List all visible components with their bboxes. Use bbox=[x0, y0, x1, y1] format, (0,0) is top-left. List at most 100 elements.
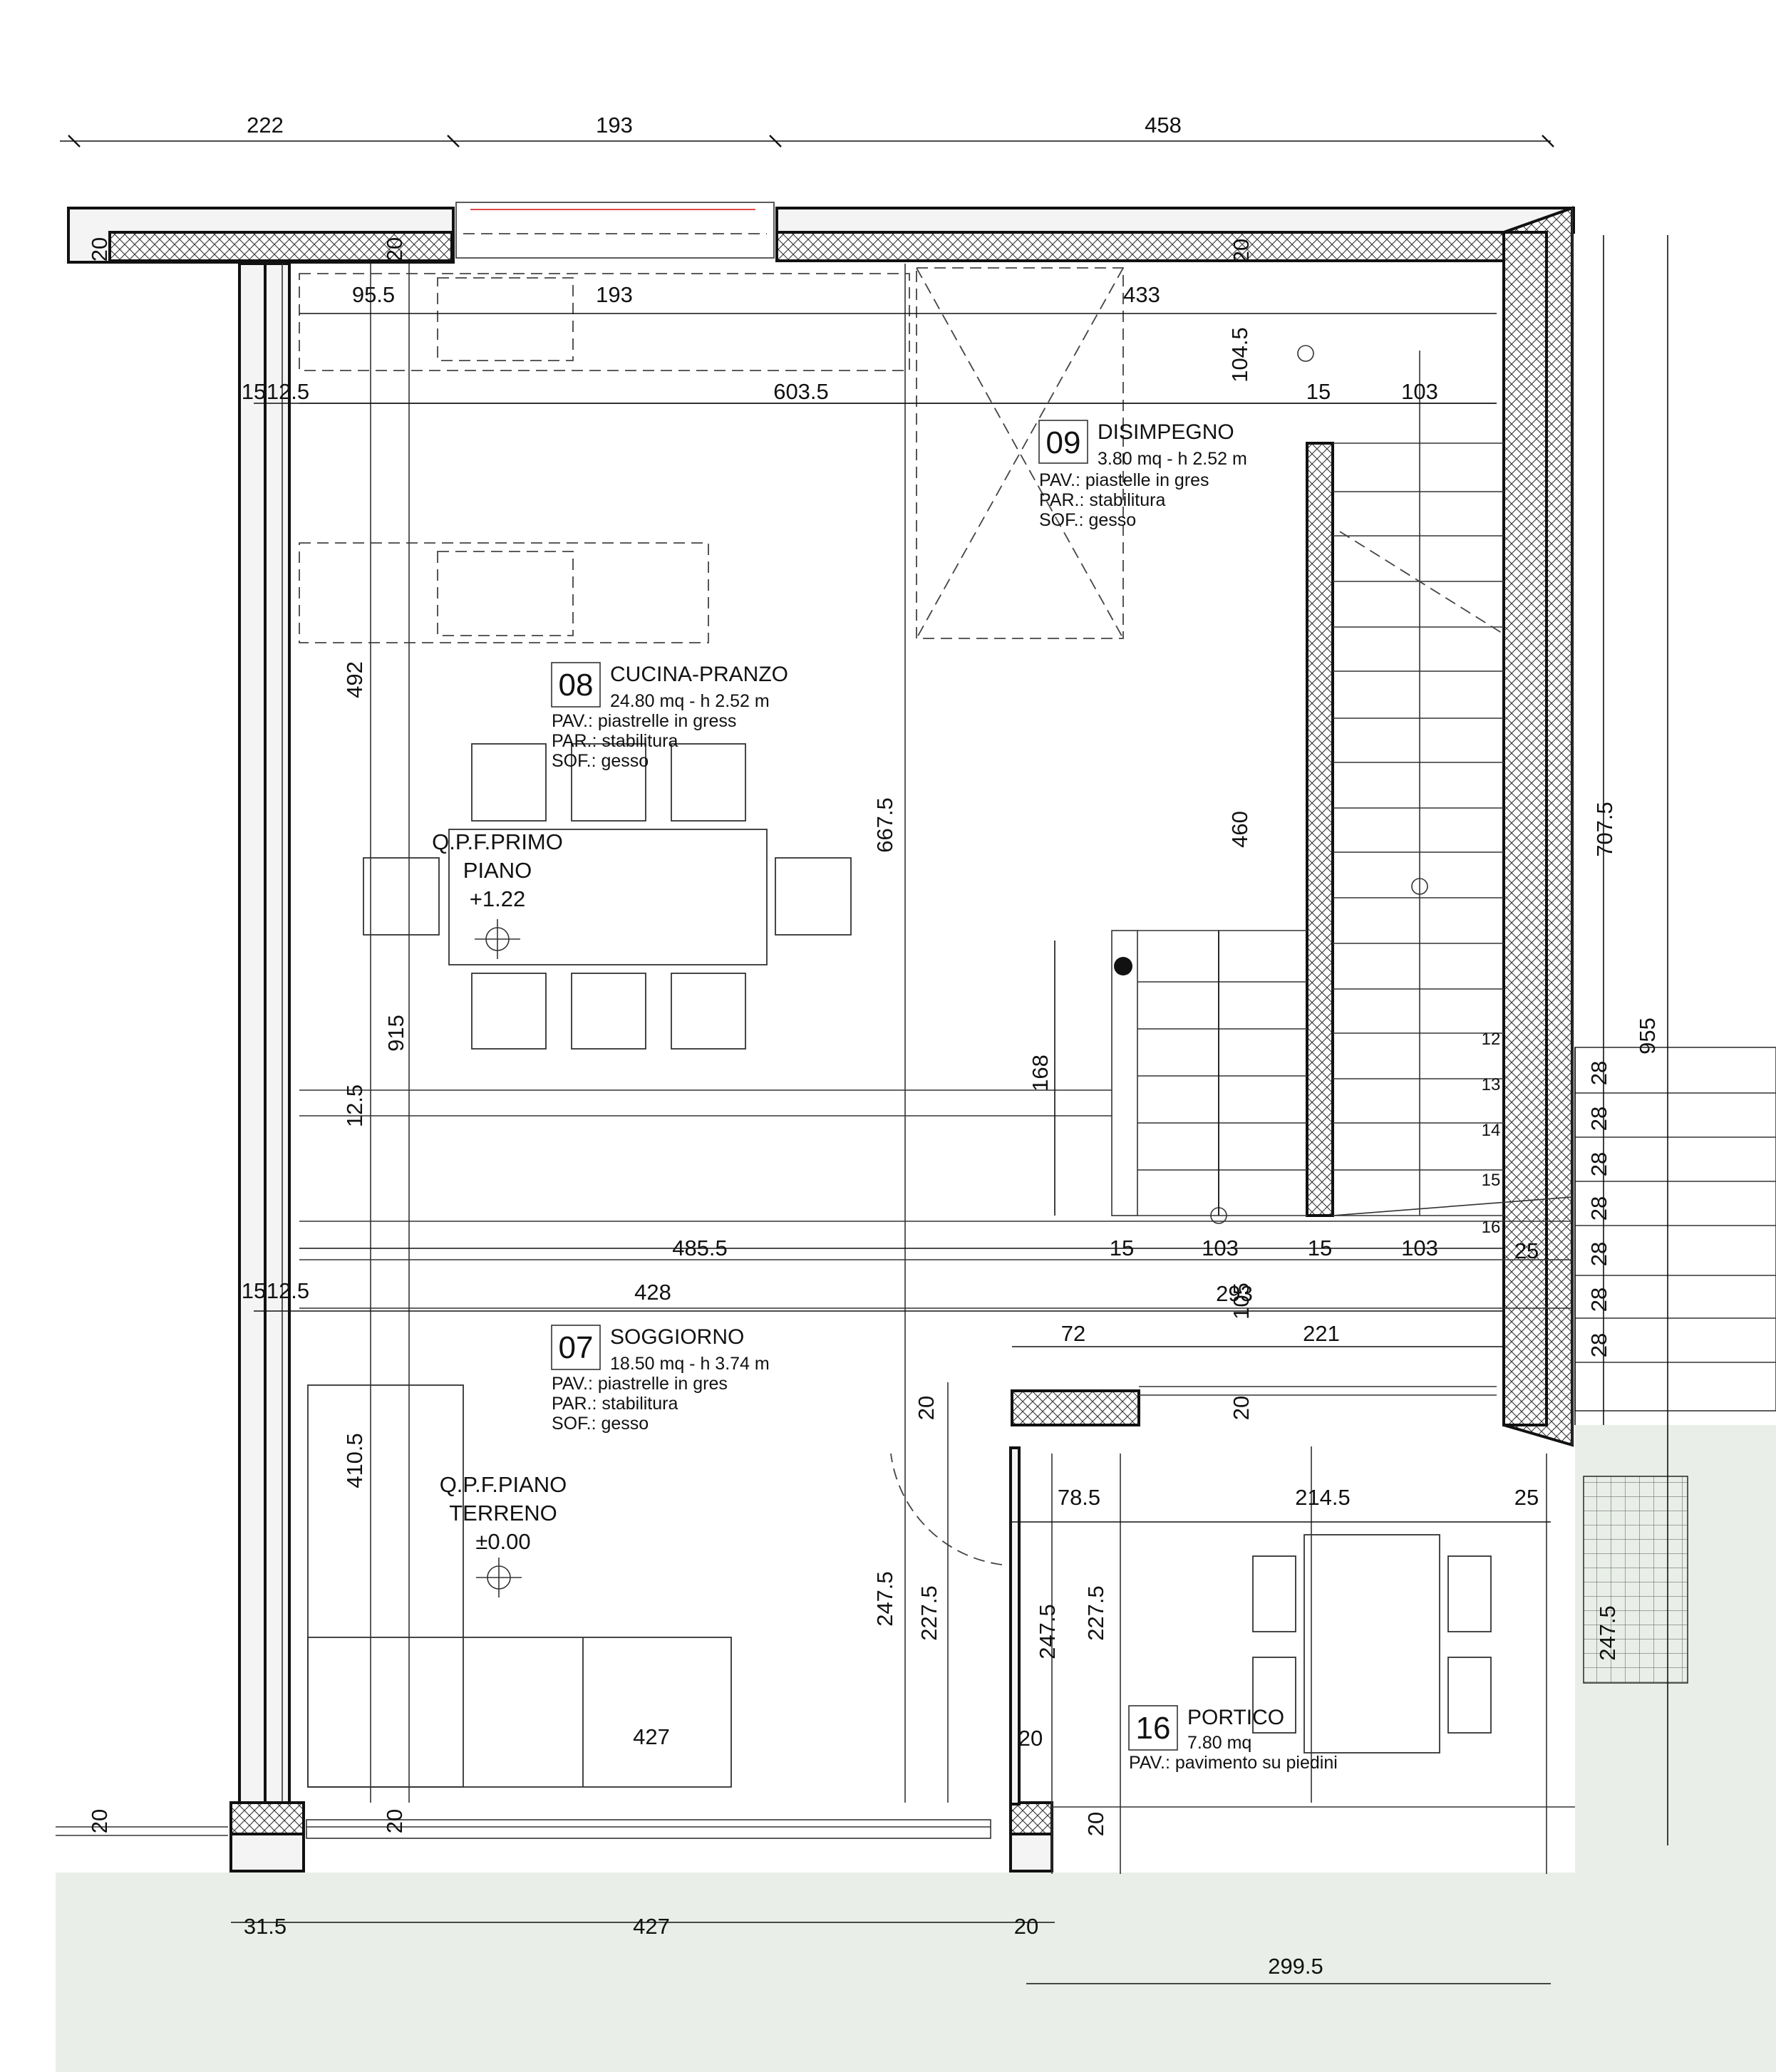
dim-inner-3: 433 bbox=[1123, 282, 1160, 307]
dim-mid-14: 221 bbox=[1303, 1321, 1340, 1346]
ground-area bbox=[56, 1872, 1776, 2072]
room-07-soggiorno: 07 SOGGIORNO 18.50 mq - h 3.74 m PAV.: p… bbox=[551, 1325, 770, 1434]
dim-right-2: 955 bbox=[1635, 1017, 1660, 1055]
dim-portico-3: 78.5 bbox=[1058, 1485, 1100, 1510]
dim-inner-4: 603.5 bbox=[773, 379, 829, 404]
dim-mid-1: 667.5 bbox=[872, 797, 897, 853]
dim-portico-8: 247.5 bbox=[1035, 1604, 1060, 1659]
room-area: 3.80 mq - h 2.52 m bbox=[1098, 449, 1247, 469]
dim-right-step-7: 28 bbox=[1586, 1333, 1611, 1357]
dim-portico-11: 247.5 bbox=[1595, 1605, 1620, 1661]
dim-mid-7: 103 bbox=[1202, 1236, 1239, 1260]
room-number: 09 bbox=[1046, 425, 1081, 460]
level-label-line2: PIANO bbox=[463, 858, 532, 883]
dim-portico-10: 20 bbox=[1018, 1726, 1043, 1751]
stair-step-numbers: 12 13 14 15 16 bbox=[1482, 1030, 1501, 1237]
room-floor: PAV.: piastrelle in gress bbox=[552, 711, 736, 731]
staircase bbox=[1111, 345, 1776, 1411]
dim-inner-2: 193 bbox=[596, 282, 633, 307]
step-number: 14 bbox=[1482, 1121, 1501, 1140]
dim-portico-12: 427 bbox=[633, 1724, 670, 1749]
level-first-floor: Q.P.F.PRIMO PIANO +1.22 bbox=[432, 829, 563, 959]
dim-bottom-1: 31.5 bbox=[244, 1914, 286, 1939]
dim-bottom-7: 20 bbox=[1083, 1812, 1108, 1836]
wall-mark-1: 20 bbox=[87, 237, 112, 261]
dim-right-step-6: 28 bbox=[1586, 1288, 1611, 1312]
dim-right-step-5: 28 bbox=[1586, 1242, 1611, 1266]
room-floor: PAV.: pavimento su piedini bbox=[1129, 1753, 1338, 1773]
dim-portico-7: 227.5 bbox=[917, 1585, 941, 1641]
step-number: 13 bbox=[1482, 1075, 1501, 1094]
dimension-lines bbox=[60, 135, 1668, 1984]
dim-portico-9: 227.5 bbox=[1083, 1585, 1108, 1641]
dim-inner-6: 15 bbox=[1306, 379, 1331, 404]
level-label-line1: Q.P.F.PRIMO bbox=[432, 829, 563, 854]
room-name: CUCINA-PRANZO bbox=[610, 663, 788, 686]
level-label-line1: Q.P.F.PIANO bbox=[440, 1472, 567, 1497]
room-walls: PAR.: stabilitura bbox=[552, 1394, 678, 1414]
dim-top-2: 193 bbox=[596, 113, 633, 138]
dimension-labels: 222 193 458 95.5 193 433 603.5 104.5 15 … bbox=[87, 113, 1660, 1979]
dim-mid-3: 168 bbox=[1028, 1055, 1053, 1092]
level-value: ±0.00 bbox=[475, 1529, 530, 1554]
dim-top-3: 458 bbox=[1145, 113, 1182, 138]
room-08-cucina-pranzo: 08 CUCINA-PRANZO 24.80 mq - h 2.52 m PAV… bbox=[551, 662, 788, 771]
level-ground-floor: Q.P.F.PIANO TERRENO ±0.00 bbox=[440, 1472, 567, 1597]
dim-mid-11: 293 bbox=[1216, 1281, 1253, 1306]
room-area: 24.80 mq - h 2.52 m bbox=[610, 691, 770, 711]
dim-left-8: 410.5 bbox=[342, 1433, 367, 1488]
dim-portico-5: 25 bbox=[1514, 1485, 1539, 1510]
room-walls: PAR.: stabilitura bbox=[1039, 490, 1165, 510]
room-area: 7.80 mq bbox=[1187, 1733, 1251, 1753]
dim-portico-6: 247.5 bbox=[872, 1571, 897, 1627]
dim-mid-6: 15 bbox=[1110, 1236, 1134, 1260]
room-floor: PAV.: piastrelle in gres bbox=[552, 1374, 728, 1394]
portico-furniture bbox=[1051, 1454, 1688, 1874]
dim-right-step-1: 28 bbox=[1586, 1061, 1611, 1085]
dim-bottom-6: 20 bbox=[382, 1809, 407, 1833]
room-16-portico: 16 PORTICO 7.80 mq PAV.: pavimento su pi… bbox=[1128, 1705, 1338, 1773]
dim-left-2: 12.5 bbox=[267, 379, 309, 404]
dim-mid-13: 72 bbox=[1061, 1321, 1085, 1346]
dim-left-4: 915 bbox=[383, 1015, 408, 1052]
dim-mid-2: 460 bbox=[1227, 811, 1252, 848]
wall-mark-2: 20 bbox=[382, 237, 407, 261]
living-furniture bbox=[307, 1384, 1003, 1788]
level-value: +1.22 bbox=[470, 886, 525, 911]
dim-left-7: 12.5 bbox=[267, 1278, 309, 1303]
dim-left-6: 15 bbox=[242, 1278, 266, 1303]
dim-right-1: 707.5 bbox=[1592, 802, 1617, 857]
room-ceiling: SOF.: gesso bbox=[552, 1414, 649, 1434]
dim-bottom-3: 20 bbox=[1014, 1914, 1038, 1939]
dim-right-step-4: 28 bbox=[1586, 1196, 1611, 1221]
level-label-line2: TERRENO bbox=[449, 1501, 557, 1525]
room-name: DISIMPEGNO bbox=[1098, 420, 1234, 444]
room-ceiling: SOF.: gesso bbox=[1039, 510, 1136, 530]
dim-portico-4: 214.5 bbox=[1295, 1485, 1351, 1510]
dim-left-1: 15 bbox=[242, 379, 266, 404]
room-number: 07 bbox=[559, 1330, 594, 1365]
room-09-disimpegno: 09 DISIMPEGNO 3.80 mq - h 2.52 m PAV.: p… bbox=[1038, 420, 1247, 530]
room-name: PORTICO bbox=[1187, 1706, 1284, 1729]
dim-mid-4: 485.5 bbox=[672, 1236, 728, 1260]
room-name: SOGGIORNO bbox=[610, 1325, 744, 1349]
dim-inner-1: 95.5 bbox=[352, 282, 395, 307]
dim-right-step-2: 28 bbox=[1586, 1107, 1611, 1131]
kitchen-furniture bbox=[299, 267, 1124, 1050]
dim-right-step-3: 28 bbox=[1586, 1152, 1611, 1176]
dim-left-3: 492 bbox=[342, 661, 367, 698]
dim-mid-5: 428 bbox=[634, 1280, 671, 1305]
room-number: 16 bbox=[1136, 1711, 1171, 1746]
stair-post-icon bbox=[1114, 957, 1132, 975]
walls bbox=[56, 202, 1575, 1872]
dim-bottom-5: 20 bbox=[87, 1809, 112, 1833]
room-area: 18.50 mq - h 3.74 m bbox=[610, 1354, 770, 1374]
dim-bottom-2: 427 bbox=[633, 1914, 670, 1939]
step-number: 12 bbox=[1482, 1030, 1501, 1049]
dim-portico-2: 20 bbox=[1229, 1396, 1254, 1420]
step-number: 15 bbox=[1482, 1171, 1501, 1190]
room-ceiling: SOF.: gesso bbox=[552, 751, 649, 771]
dim-inner-5: 104.5 bbox=[1227, 327, 1252, 383]
room-walls: PAR.: stabilitura bbox=[552, 731, 678, 751]
